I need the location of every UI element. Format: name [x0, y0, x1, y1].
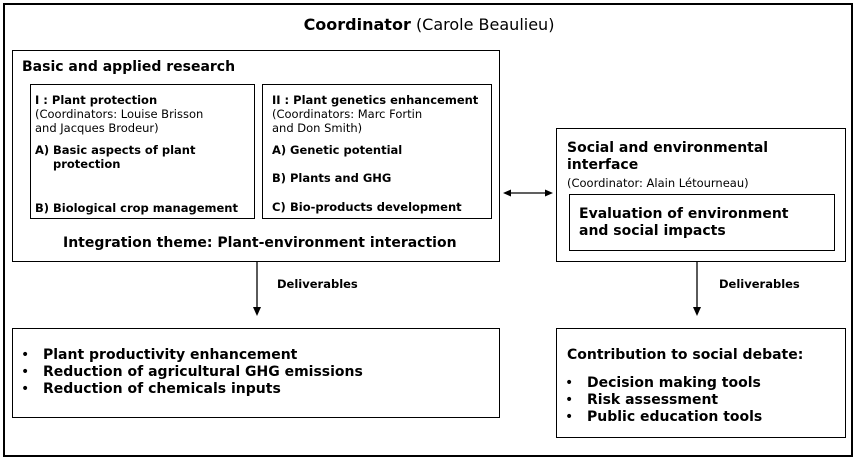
right-outputs-box: Contribution to social debate: • Decision… [556, 328, 846, 438]
program2-item-b-line1: Plants and GHG [290, 171, 392, 185]
social-title: Social and environmental interface [567, 140, 768, 174]
right-output-item-text: Public education tools [587, 409, 763, 425]
bullet-icon: • [565, 375, 574, 391]
social-title-line1: Social and environmental [567, 140, 769, 156]
program1-item-b: B) Biological crop management [35, 201, 258, 215]
right-output-item: • Risk assessment [559, 392, 762, 409]
integration-theme: Integration theme: Plant-environment int… [63, 235, 457, 251]
program2-coordinators-line2: and Don Smith) [272, 121, 363, 135]
right-output-item-text: Risk assessment [587, 392, 719, 408]
bullet-icon: • [565, 409, 574, 425]
social-environmental-box: Social and environmental interface (Coor… [556, 128, 846, 262]
right-output-item: • Public education tools [559, 409, 762, 426]
deliverables-right-label: Deliverables [719, 277, 800, 291]
program2-item-c-tag: C) [272, 200, 286, 214]
program2-item-a-line1: Genetic potential [290, 143, 403, 157]
left-output-item-text: Reduction of agricultural GHG emissions [43, 364, 363, 380]
program1-item-a-line1: Basic aspects of plant [53, 143, 196, 157]
social-debate-title: Contribution to social debate: [567, 347, 804, 363]
program1-item-b-tag: B) [35, 201, 50, 215]
bullet-icon: • [21, 364, 30, 380]
evaluation-box: Evaluation of environment and social imp… [569, 194, 835, 251]
program1-item-b-line1: Biological crop management [53, 201, 238, 215]
program2-item-b-tag: B) [272, 171, 287, 185]
program1-title: I : Plant protection [35, 93, 158, 107]
left-outputs-list: • Plant productivity enhancement • Reducti… [15, 347, 363, 398]
right-output-item-text: Decision making tools [587, 375, 761, 391]
bullet-icon: • [21, 347, 30, 363]
program1-item-a-tag: A) [35, 143, 50, 157]
program2-item-b: B) Plants and GHG [272, 171, 500, 185]
program1-coordinators-line2: and Jacques Brodeur) [35, 121, 159, 135]
left-output-item: • Reduction of agricultural GHG emissions [15, 364, 363, 381]
left-output-item-text: Reduction of chemicals inputs [43, 381, 281, 397]
right-outputs-list: •Decision making tools •Risk assessment … [559, 375, 762, 426]
arrow-head-left [503, 189, 511, 197]
right-deliverables-arrow-head [693, 307, 701, 316]
deliverables-left-label: Deliverables [277, 277, 358, 291]
diagram-frame [3, 3, 853, 457]
bullet-icon: • [21, 381, 30, 397]
coordinator-label: Coordinator [303, 15, 411, 34]
program2-coordinators-line1: (Coordinators: Marc Fortin [272, 107, 423, 121]
program-plant-genetics: II : Plant genetics enhancement (Coordin… [262, 84, 492, 219]
evaluation-line1: Evaluation of environment [579, 206, 789, 222]
program2-item-c: C) Bio-products development [272, 200, 500, 214]
right-output-item: • Decision making tools [559, 375, 762, 392]
program1-item-a: A) Basic aspects of plant protection [35, 143, 258, 171]
research-title: Basic and applied research [22, 59, 236, 75]
program2-item-a: A) Genetic potential [272, 143, 500, 157]
program2-item-a-tag: A) [272, 143, 287, 157]
evaluation-text: Evaluation of environment and social imp… [579, 206, 789, 240]
bullet-icon: • [565, 392, 574, 408]
left-output-item: • Plant productivity enhancement [15, 347, 363, 364]
left-outputs-box: • Plant productivity enhancement • Reducti… [12, 328, 500, 418]
left-output-item-text: Plant productivity enhancement [43, 347, 298, 363]
social-title-line2: interface [567, 157, 639, 173]
research-box: Basic and applied research I : Plant pro… [12, 50, 500, 262]
program-plant-protection: I : Plant protection (Coordinators: Loui… [30, 84, 255, 219]
program1-coordinators-line1: (Coordinators: Louise Brisson [35, 107, 204, 121]
evaluation-line2: and social impacts [579, 223, 726, 239]
program2-item-c-line1: Bio-products development [290, 200, 462, 214]
social-coordinator: (Coordinator: Alain Létourneau) [567, 176, 749, 190]
left-output-item: • Reduction of chemicals inputs [15, 381, 363, 398]
coordinator-name: (Carole Beaulieu) [415, 15, 555, 34]
arrow-head-right [545, 189, 553, 197]
program1-item-a-line2: protection [53, 157, 121, 171]
program2-title: II : Plant genetics enhancement [272, 93, 479, 107]
coordinator-title: Coordinator (Carole Beaulieu) [0, 15, 858, 34]
left-deliverables-arrow-head [253, 307, 261, 316]
